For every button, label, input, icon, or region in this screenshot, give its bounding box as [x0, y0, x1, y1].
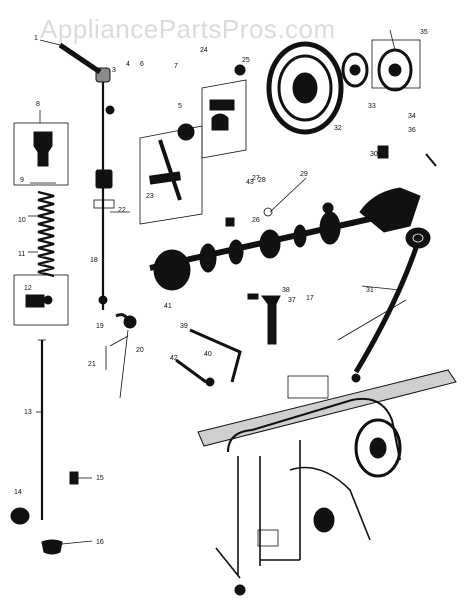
label-15: 15	[96, 475, 104, 482]
label-3: 3	[112, 67, 116, 74]
label-34: 34	[408, 113, 416, 120]
label-27: 27	[252, 175, 260, 182]
label-24: 24	[200, 47, 208, 54]
machine-outline	[197, 369, 457, 596]
label-38: 38	[282, 287, 290, 294]
arm-shaft	[149, 187, 421, 291]
label-16: 16	[96, 539, 104, 546]
label-43: 43	[246, 179, 254, 186]
label-29: 29	[300, 171, 308, 178]
label-25: 25	[242, 57, 250, 64]
label-5: 5	[178, 103, 182, 110]
label-23: 23	[146, 193, 154, 200]
label-40: 40	[204, 351, 212, 358]
part-labels: 1 2 3 4 5 6 7 8 9 10 11 12 13 14 15 16 1…	[14, 29, 428, 546]
label-31: 31	[366, 287, 374, 294]
label-36: 36	[408, 127, 416, 134]
left-column-parts	[10, 122, 79, 555]
bobbin-winder-rod	[351, 227, 431, 383]
label-6: 6	[140, 61, 144, 68]
label-1: 1	[34, 35, 38, 42]
label-33: 33	[368, 103, 376, 110]
label-26: 26	[252, 217, 260, 224]
lever-assembly	[105, 293, 329, 399]
label-9: 9	[20, 177, 24, 184]
link-plate-assembly	[139, 64, 247, 225]
label-22: 22	[118, 207, 126, 214]
label-12: 12	[24, 285, 32, 292]
label-41: 41	[164, 303, 172, 310]
label-10: 10	[18, 217, 26, 224]
label-39: 39	[180, 323, 188, 330]
handwheel	[266, 39, 437, 167]
label-20: 20	[136, 347, 144, 354]
label-21: 21	[88, 361, 96, 368]
label-19: 19	[96, 323, 104, 330]
leader-lines	[28, 29, 407, 545]
label-7: 7	[174, 63, 178, 70]
label-32: 32	[334, 125, 342, 132]
label-18: 18	[90, 257, 98, 264]
label-35: 35	[420, 29, 428, 36]
label-30: 30	[370, 151, 378, 158]
label-13: 13	[24, 409, 32, 416]
label-8: 8	[36, 101, 40, 108]
label-28: 28	[258, 177, 266, 184]
label-42: 42	[170, 355, 178, 362]
label-4: 4	[126, 61, 130, 68]
label-14: 14	[14, 489, 22, 496]
watermark: AppliancePartsPros.com	[40, 14, 336, 44]
needle-bar-assembly	[58, 42, 115, 310]
label-17: 17	[306, 295, 314, 302]
label-11: 11	[18, 251, 25, 258]
label-37: 37	[288, 297, 296, 304]
label-2: 2	[86, 61, 90, 68]
